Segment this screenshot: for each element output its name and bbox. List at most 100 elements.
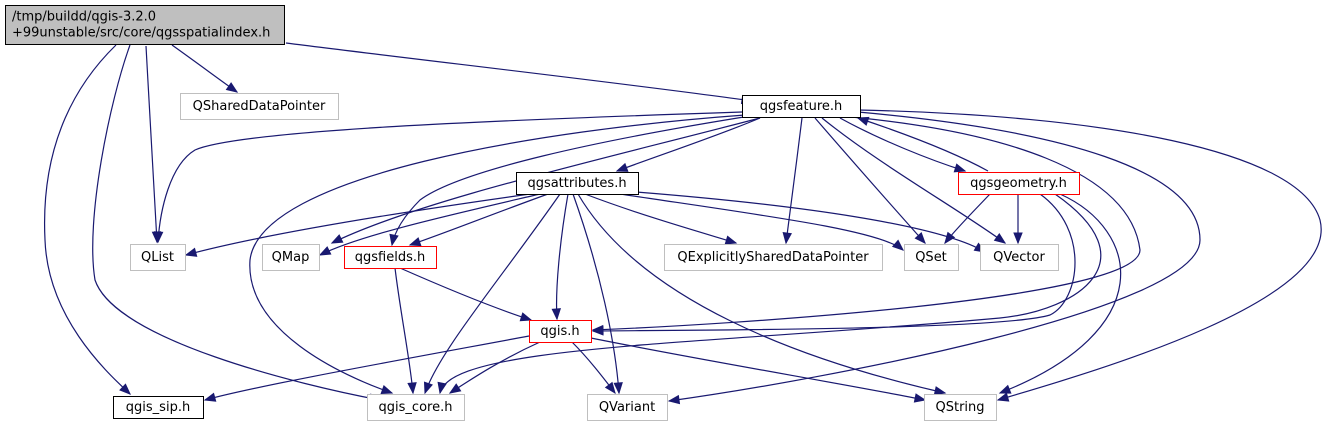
edge-line: [616, 117, 761, 172]
node-qgiscore[interactable]: qgis_core.h: [367, 394, 465, 421]
arrowhead-icon: [119, 383, 131, 395]
node-qstring[interactable]: QString: [924, 394, 997, 421]
edge-line: [319, 193, 541, 256]
arrowhead-icon: [591, 326, 604, 336]
edge-line: [572, 193, 620, 394]
edge-qgsgeometry-to-qset: [944, 193, 991, 245]
nodes-layer: /tmp/buildd/qgis-3.2.0+99unstable/src/co…: [5, 5, 1080, 421]
edge-line: [394, 267, 414, 394]
node-box: [587, 394, 668, 421]
node-qvariant[interactable]: QVariant: [587, 394, 668, 421]
node-box: [113, 396, 204, 419]
node-label: QMap: [272, 250, 310, 265]
edge-line: [285, 42, 753, 102]
node-label: qgis_sip.h: [126, 400, 190, 415]
edge-root-to-qsharedpointer: [171, 44, 239, 93]
node-label: QList: [141, 250, 174, 265]
edge-line: [577, 193, 946, 394]
node-box: [529, 320, 592, 343]
node-box: [344, 246, 437, 269]
edge-line: [409, 193, 549, 246]
node-root[interactable]: /tmp/buildd/qgis-3.2.0+99unstable/src/co…: [5, 5, 285, 45]
node-label: qgsfields.h: [355, 250, 425, 265]
edge-line: [43, 44, 131, 395]
edge-qgsfeature-to-qlist: [153, 111, 743, 244]
edge-line: [439, 193, 1102, 394]
edge-qgis-to-qvariant: [571, 341, 616, 395]
node-qgsattributes[interactable]: qgsattributes.h: [516, 172, 639, 195]
arrowhead-icon: [153, 231, 164, 244]
edge-qgsattributes-to-qexplicit: [584, 193, 738, 245]
node-box: [664, 244, 883, 271]
arrowhead-icon: [551, 308, 562, 321]
arrowhead-icon: [1013, 232, 1023, 245]
node-qgis[interactable]: qgis.h: [529, 320, 592, 343]
edge-qgsfields-to-qgis: [399, 267, 533, 322]
edge-qgis-to-qgiscore: [448, 341, 541, 394]
arrowhead-icon: [953, 163, 967, 173]
edge-qgsfeature-to-qgiscore: [249, 114, 746, 395]
arrowhead-icon: [203, 392, 217, 402]
node-qmap[interactable]: QMap: [262, 244, 320, 271]
edge-line: [92, 44, 381, 401]
edge-qgsgeometry-to-qstring: [998, 193, 1122, 394]
node-qgsfields[interactable]: qgsfields.h: [344, 246, 437, 269]
node-box: [367, 394, 465, 421]
node-qgsfeature[interactable]: qgsfeature.h: [742, 95, 861, 118]
edge-qgsfeature-to-qvector: [821, 117, 1007, 244]
node-label: qgsattributes.h: [527, 176, 626, 191]
node-qlist[interactable]: QList: [130, 244, 186, 271]
node-qset[interactable]: QSet: [904, 244, 959, 271]
arrowhead-icon: [423, 381, 433, 395]
arrowhead-icon: [891, 239, 905, 251]
edge-line: [592, 193, 1076, 332]
edge-qgsfeature-to-qexplicit: [782, 117, 803, 245]
edge-root-to-qgsfeature: [285, 42, 754, 105]
arrowhead-icon: [407, 382, 417, 395]
node-qgissip[interactable]: qgis_sip.h: [113, 396, 204, 419]
edge-line: [249, 114, 746, 394]
node-label: qgsfeature.h: [760, 99, 843, 114]
edge-qgsattributes-to-qgis: [551, 193, 569, 321]
node-qvector[interactable]: QVector: [980, 244, 1059, 271]
node-box: [904, 244, 959, 271]
node-box: [742, 95, 861, 118]
edge-qgsgeometry-to-qvector: [1013, 193, 1023, 245]
node-box: [980, 244, 1059, 271]
edge-line: [449, 341, 541, 394]
edge-line: [157, 111, 743, 243]
edges-layer: [43, 42, 1322, 405]
edge-qgsattributes-to-qvariant: [572, 193, 623, 395]
node-label: QVector: [993, 250, 1045, 265]
node-qexplicit[interactable]: QExplicitlySharedDataPointer: [664, 244, 883, 271]
edge-line: [424, 193, 561, 394]
edge-qgis-to-qstring: [590, 337, 927, 403]
arrowhead-icon: [613, 382, 623, 395]
node-label: QExplicitlySharedDataPointer: [677, 250, 869, 265]
node-label: /tmp/buildd/qgis-3.2.0: [12, 10, 156, 25]
arrowhead-icon: [996, 392, 1010, 402]
edge-line: [555, 193, 569, 320]
edge-line: [590, 337, 926, 401]
arrowhead-icon: [782, 232, 792, 245]
edge-qgsattributes-to-qlist: [184, 193, 531, 257]
edge-line: [391, 115, 751, 246]
node-qsharedpointer[interactable]: QSharedDataPointer: [180, 93, 339, 120]
edge-qgsfeature-to-qgsattributes: [615, 117, 761, 172]
edge-qgsattributes-to-qgiscore: [423, 193, 561, 395]
arrowhead-icon: [184, 247, 198, 257]
edge-qgis-to-qgissip: [203, 335, 530, 402]
edge-line: [668, 111, 1201, 402]
arrowhead-icon: [856, 116, 870, 126]
edge-line: [839, 117, 966, 172]
edge-line: [619, 193, 904, 251]
arrowhead-icon: [225, 82, 239, 93]
edge-qgsgeometry-to-qgsfeature: [856, 116, 989, 172]
node-box: [958, 172, 1080, 195]
edge-qgsattributes-to-qstring: [577, 193, 947, 396]
node-box: [262, 244, 320, 271]
node-qgsgeometry[interactable]: qgsgeometry.h: [958, 172, 1080, 195]
edge-line: [821, 117, 1006, 244]
node-label: +99unstable/src/core/qgsspatialindex.h: [12, 26, 270, 41]
node-label: qgis.h: [540, 324, 579, 339]
